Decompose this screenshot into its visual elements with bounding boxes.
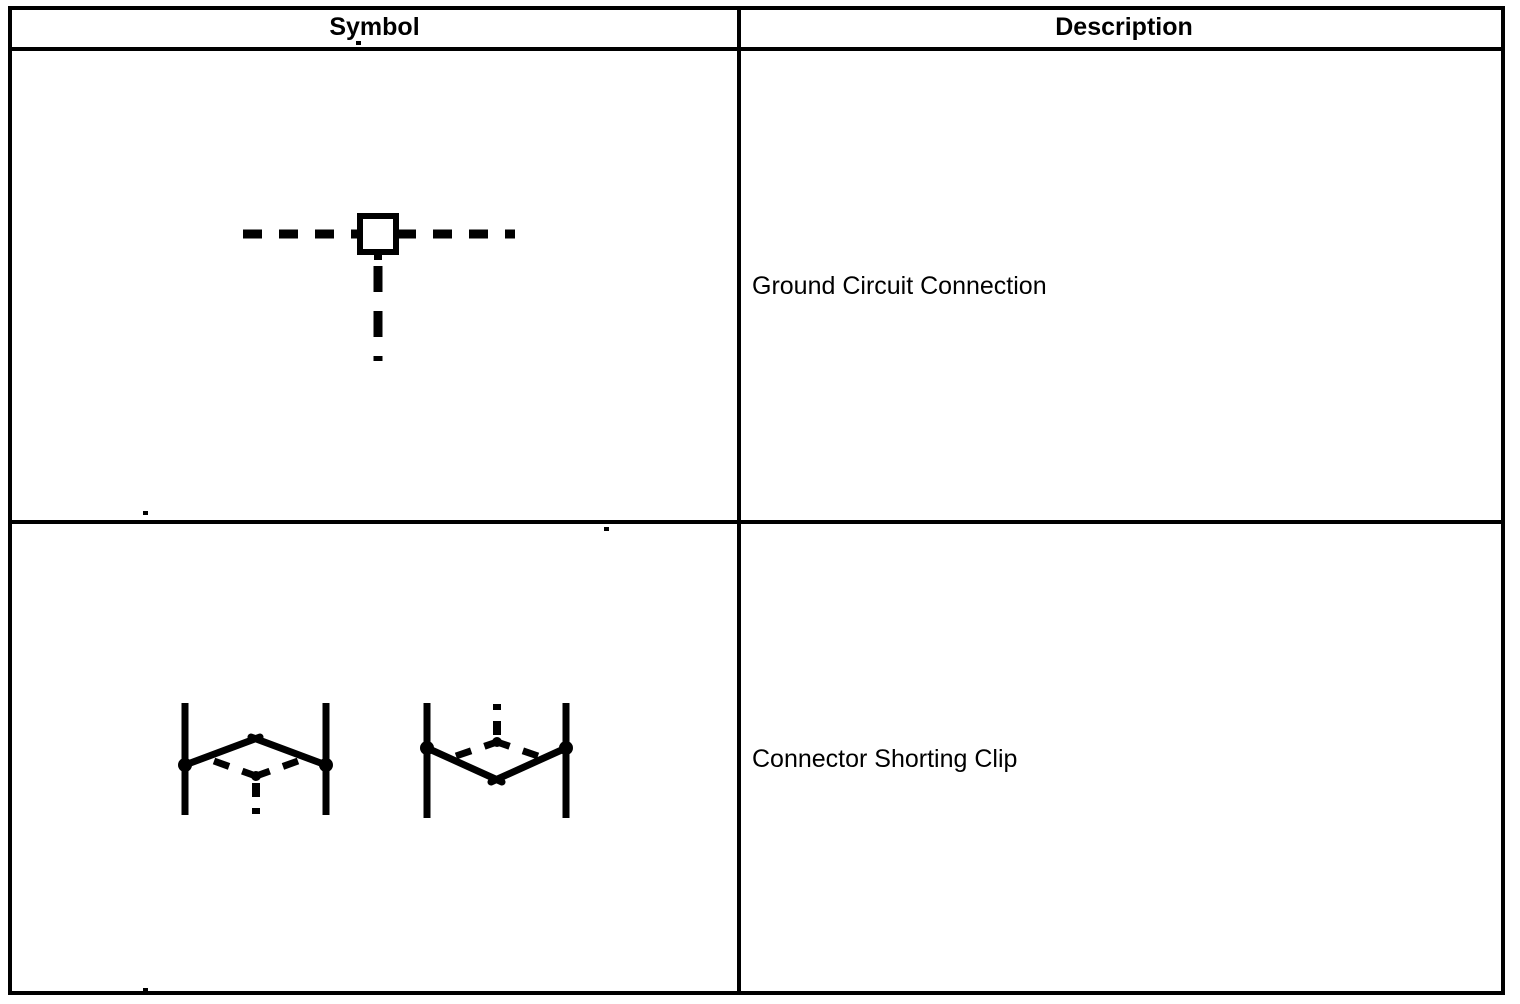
symbol-cell-connector-shorting-clip <box>12 525 737 993</box>
terminal-dot-left-b <box>319 758 333 772</box>
scan-speck-1 <box>143 511 148 515</box>
scan-speck-2 <box>604 527 609 531</box>
terminal-dot-right-a <box>420 741 434 755</box>
table-row-divider <box>8 520 1505 524</box>
dashed-branch-right-b <box>498 739 540 760</box>
column-header-description: Description <box>1055 13 1193 41</box>
connector-shorting-clip-icon <box>178 703 573 818</box>
scan-speck-3 <box>143 988 148 993</box>
dashed-branch-right-a <box>454 739 496 760</box>
ground-circuit-connection-icon <box>243 213 515 361</box>
table-header-divider <box>8 47 1505 51</box>
contact-leg-left-b <box>247 733 330 769</box>
scan-speck-4 <box>356 41 361 45</box>
symbol-legend-table <box>8 6 1505 995</box>
symbol-cell-ground-circuit-connection <box>12 52 737 518</box>
terminal-dot-left-a <box>178 758 192 772</box>
dashed-branch-left-b <box>257 757 300 779</box>
terminal-dot-right-b <box>559 741 573 755</box>
shorting-clip-left <box>178 703 333 815</box>
column-header-symbol: Symbol <box>329 13 420 41</box>
description-ground-circuit-connection: Ground Circuit Connection <box>752 272 1047 300</box>
table-column-divider <box>737 6 741 995</box>
contact-leg-right-b <box>487 744 570 786</box>
shorting-clip-right <box>420 703 573 818</box>
junction-node-right <box>492 737 502 747</box>
description-connector-shorting-clip: Connector Shorting Clip <box>752 745 1018 773</box>
contact-leg-right-a <box>423 744 506 786</box>
junction-node-left <box>251 771 261 781</box>
dashed-branch-left-a <box>212 757 255 779</box>
square-terminal-block <box>357 213 399 255</box>
contact-leg-left-a <box>181 733 264 769</box>
